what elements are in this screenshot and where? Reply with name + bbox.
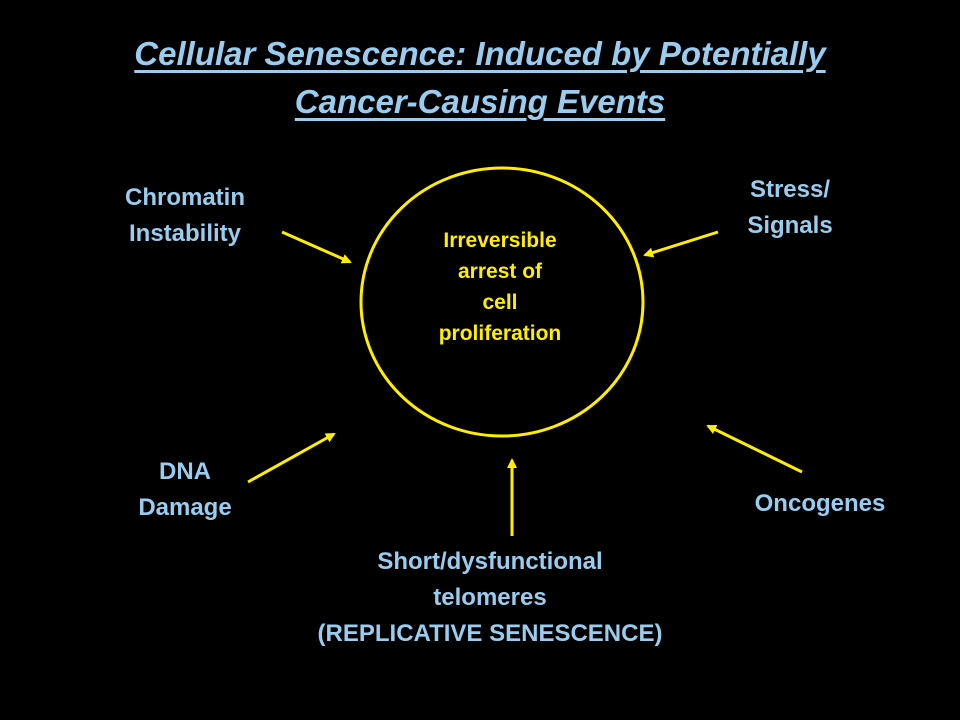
inducer-telomeres-line1: Short/dysfunctional xyxy=(377,548,603,575)
arrow-chromatin xyxy=(281,230,352,264)
arrow-oncogenes xyxy=(706,424,803,474)
inducer-telomeres-line2: telomeres xyxy=(433,584,547,611)
inducer-chromatin-line1: Chromatin xyxy=(125,184,245,211)
central-cell-label-line1: Irreversible xyxy=(443,229,557,252)
slide-title-line1: Cellular Senescence: Induced by Potentia… xyxy=(134,35,826,72)
inducer-chromatin-line2: Instability xyxy=(128,220,242,247)
inducer-chromatin-instability: Chromatin Instability xyxy=(95,180,275,252)
central-cell-label-line3: cell xyxy=(482,291,518,314)
arrow-dna xyxy=(247,432,336,484)
inducer-stress-line1: Stress/ xyxy=(749,176,831,203)
central-cell-label: Irreversible arrest of cell proliferatio… xyxy=(380,225,620,349)
central-cell-label-line4: proliferation xyxy=(438,322,562,345)
inducer-telomeres-line3: (REPLICATIVE SENESCENCE) xyxy=(317,620,663,647)
inducer-stress-signals: Stress/ Signals xyxy=(715,172,865,244)
inducer-dna-line1: DNA xyxy=(159,458,211,485)
arrow-stress xyxy=(643,230,719,258)
inducer-oncogenes: Oncogenes xyxy=(720,486,920,522)
central-cell-circle xyxy=(359,166,645,438)
inducer-telomeres: Short/dysfunctional telomeres (REPLICATI… xyxy=(230,544,750,652)
slide-title-line2: Cancer-Causing Events xyxy=(294,83,666,120)
central-cell-label-line2: arrest of xyxy=(457,260,543,283)
slide-title: Cellular Senescence: Induced by Potentia… xyxy=(0,30,960,126)
inducer-oncogenes-line1: Oncogenes xyxy=(754,490,886,517)
inducer-stress-line2: Signals xyxy=(747,212,833,239)
inducer-dna-line2: Damage xyxy=(138,494,232,521)
inducer-dna-damage: DNA Damage xyxy=(100,454,270,526)
